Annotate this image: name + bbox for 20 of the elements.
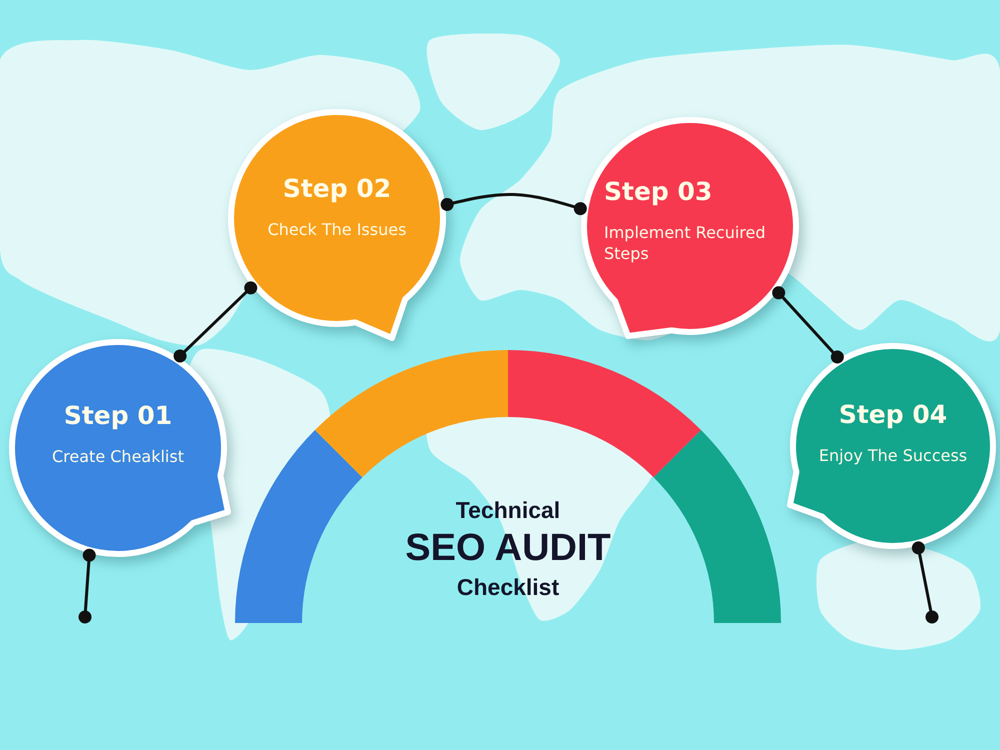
- speech-bubble: [581, 117, 799, 339]
- step-description: Check The Issues: [268, 219, 406, 240]
- speech-bubble: [228, 109, 446, 341]
- headline-text: Technical: [456, 497, 560, 524]
- connector-line: [440, 193, 587, 216]
- step-title: Step 01: [64, 400, 172, 432]
- step-title: Step 04: [838, 399, 948, 431]
- step-title: Step 03: [604, 176, 712, 208]
- connector-line: [78, 548, 96, 624]
- speech-bubble: [787, 343, 996, 549]
- connector-line: [912, 541, 938, 624]
- connector-line: [772, 286, 844, 364]
- headline-text: Checklist: [456, 574, 560, 600]
- main-headline: SEO AUDIT: [405, 527, 611, 571]
- speech-bubble: [9, 339, 231, 557]
- step-description: Create Cheaklist: [52, 446, 184, 467]
- step-title: Step 02: [282, 173, 392, 205]
- connector-line: [174, 281, 258, 362]
- step-description: Implement Recuired Steps: [604, 222, 767, 264]
- step-description: Enjoy The Success: [818, 445, 968, 466]
